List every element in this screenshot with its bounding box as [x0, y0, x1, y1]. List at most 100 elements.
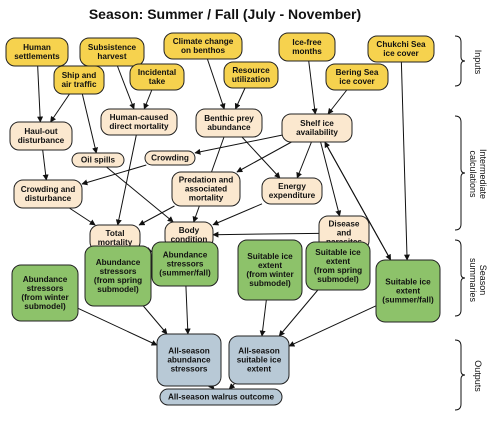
node-walrus-outcome: All-season walrus outcome — [159, 388, 283, 406]
node-box — [9, 121, 73, 151]
bracket-inputs — [454, 35, 466, 87]
node-label: (summer/fall) — [382, 296, 434, 305]
node-box — [159, 388, 283, 406]
node-box — [237, 239, 303, 301]
node-box — [53, 65, 105, 95]
node-box — [5, 37, 69, 67]
side-label-text: Inputs — [473, 50, 483, 75]
edge-ship_air_traffic-to-oil_spills — [81, 93, 99, 154]
edge-energy_expenditure-to-body_condition — [212, 203, 263, 226]
node-label: and — [337, 229, 352, 238]
node-label: All-season — [238, 347, 279, 356]
edge-human_caused_mortality-to-total_mortality — [115, 134, 137, 226]
node-label: (from winter — [21, 293, 69, 302]
edge-shelf_ice-to-energy_expenditure — [296, 141, 312, 179]
node-label: suitable ice — [237, 356, 282, 365]
node-box — [100, 108, 178, 136]
node-label: extent — [326, 257, 350, 266]
node-label: Body — [179, 226, 200, 235]
node-box — [325, 63, 389, 91]
side-label-text: Season — [478, 265, 488, 296]
node-label: submodel) — [317, 275, 359, 284]
node-box — [11, 264, 79, 322]
edge-chukchi_sea_ice_cover-to-ice_summer — [400, 61, 410, 261]
edge-shelf_ice-to-disease_parasites — [320, 141, 342, 217]
edge-resource_utilization-to-benthic_prey — [234, 87, 246, 110]
node-label: (from spring — [94, 276, 142, 285]
edge-predation_mortality-to-total_mortality — [138, 205, 175, 226]
node-box — [375, 259, 441, 323]
node-label: All-season walrus outcome — [168, 393, 274, 402]
node-label: All-season — [168, 347, 209, 356]
node-box — [228, 335, 290, 385]
edge-shelf_ice-to-predation_mortality — [236, 141, 292, 173]
node-label: Human — [23, 43, 51, 52]
edge-ice_winter-to-all_ice — [259, 299, 267, 337]
node-label: Ice-free — [292, 38, 322, 47]
node-label: stressors — [27, 284, 64, 293]
node-crowding: Crowding — [144, 150, 196, 166]
node-label: associated — [185, 185, 227, 194]
edge-ice_summer-to-shelf_ice — [324, 141, 392, 261]
node-label: Suitable ice — [385, 278, 431, 287]
node-label: Haul-out — [24, 127, 57, 136]
node-label: Incidental — [138, 68, 176, 77]
node-label: extent — [396, 287, 420, 296]
side-label-outputs: Outputs — [473, 360, 483, 392]
node-label: stressors — [171, 365, 208, 374]
edge-abund_spring-to-all_abundance — [142, 305, 168, 335]
edge-subsistence_harvest-to-human_caused_mortality — [116, 65, 135, 110]
node-box — [367, 35, 435, 63]
node-label: Bering Sea — [336, 68, 379, 77]
node-label: Subsistence — [88, 43, 137, 52]
node-box — [71, 152, 125, 168]
node-label: on benthos — [181, 46, 226, 55]
node-label: Ship and — [62, 71, 97, 80]
edge-human_settlements-to-haulout_disturbance — [37, 65, 44, 123]
side-label-text: calculations — [468, 150, 478, 198]
node-label: Crowding and — [21, 185, 76, 194]
edge-all_ice-to-walrus_outcome — [228, 383, 236, 390]
node-box — [84, 245, 152, 307]
node-label: Chukchi Sea — [376, 40, 426, 49]
node-label: Suitable ice — [247, 252, 293, 261]
edge-bering_sea_ice_cover-to-shelf_ice — [327, 89, 348, 115]
node-label: ice cover — [339, 77, 375, 86]
node-label: Human-caused — [110, 113, 169, 122]
node-box — [13, 179, 83, 209]
node-label: Crowding — [151, 154, 189, 163]
edge-abund_summer-to-all_abundance — [184, 285, 191, 335]
node-label: submodel) — [97, 285, 139, 294]
node-label: extent — [258, 261, 282, 270]
node-label: mortality — [189, 194, 224, 203]
node-box — [156, 333, 222, 387]
bracket-outputs — [454, 339, 466, 411]
side-label-text: Intermediate — [478, 149, 488, 199]
node-box — [151, 241, 219, 287]
edge-benthic_prey-to-energy_expenditure — [241, 136, 281, 179]
node-label: Shelf ice — [300, 119, 334, 128]
diagram-title: Season: Summer / Fall (July - November) — [89, 6, 361, 22]
node-box — [79, 37, 145, 67]
node-label: Energy — [278, 182, 306, 191]
bracket-intermediate — [454, 115, 466, 231]
node-label: stressors — [167, 260, 204, 269]
node-label: disturbance — [18, 136, 65, 145]
edge-ice_free_months-to-shelf_ice — [308, 60, 318, 115]
